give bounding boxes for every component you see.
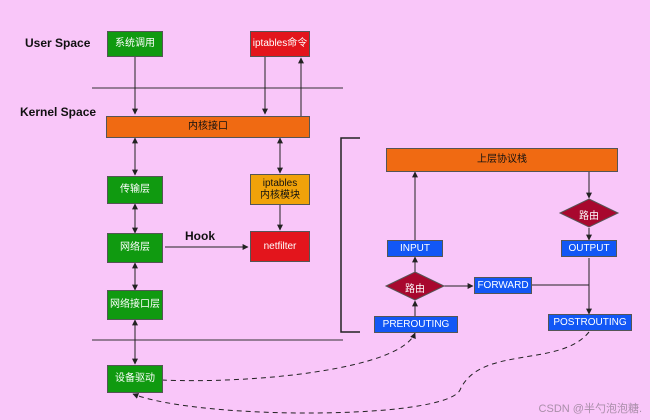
output-chain-node: OUTPUT bbox=[561, 240, 617, 257]
route-right-label: 路由 bbox=[579, 211, 599, 222]
watermark: CSDN @半勺泡泡糖. bbox=[538, 403, 642, 415]
network-layer-node: 网络层 bbox=[107, 233, 163, 263]
iptables-kernel-module-node: iptables 内核模块 bbox=[250, 174, 310, 205]
network-interface-layer-node: 网络接口层 bbox=[107, 290, 163, 320]
hook-label: Hook bbox=[185, 229, 215, 243]
route-left-label: 路由 bbox=[405, 284, 425, 295]
kernel-interface-node: 内核接口 bbox=[106, 116, 310, 138]
postrouting-chain-node: POSTROUTING bbox=[548, 314, 632, 331]
forward-chain-node: FORWARD bbox=[474, 277, 532, 294]
prerouting-chain-node: PREROUTING bbox=[374, 316, 458, 333]
edge-driver-prerouting bbox=[161, 332, 416, 382]
iptables-command-node: iptables命令 bbox=[250, 31, 310, 57]
transport-layer-node: 传输层 bbox=[107, 176, 163, 204]
route-diamond-right bbox=[558, 198, 620, 228]
upper-protocol-stack-node: 上层协议栈 bbox=[386, 148, 618, 172]
kernel-space-label: Kernel Space bbox=[20, 105, 97, 119]
netfilter-node: netfilter bbox=[250, 231, 310, 262]
route-diamond-left bbox=[384, 271, 446, 301]
input-chain-node: INPUT bbox=[387, 240, 443, 257]
syscall-node: 系统调用 bbox=[107, 31, 163, 57]
edge-postrouting-driver bbox=[132, 331, 590, 414]
device-driver-node: 设备驱动 bbox=[107, 365, 163, 393]
user-space-label: User Space bbox=[25, 36, 91, 50]
kernel-bracket bbox=[340, 137, 360, 333]
